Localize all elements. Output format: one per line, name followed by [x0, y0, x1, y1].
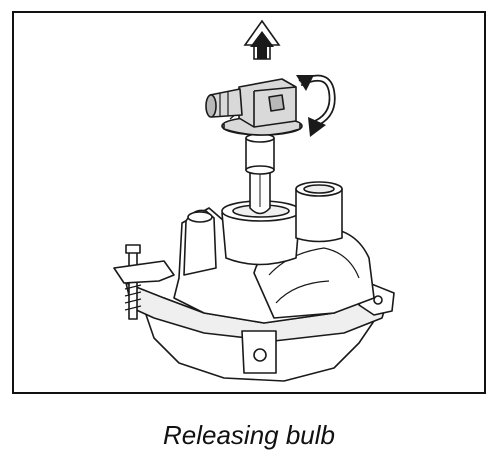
headlight-illustration — [113, 19, 395, 382]
up-arrow-icon — [243, 19, 281, 60]
socket-collar — [221, 210, 301, 266]
bulb-connector — [238, 78, 297, 128]
mount-lug-left — [113, 260, 175, 284]
diagram-frame — [12, 11, 486, 394]
vent-cylinder — [295, 188, 343, 243]
rotate-arrow-icon — [296, 74, 336, 137]
figure-caption: Releasing bulb — [162, 420, 335, 450]
bulb-stem — [245, 137, 275, 171]
